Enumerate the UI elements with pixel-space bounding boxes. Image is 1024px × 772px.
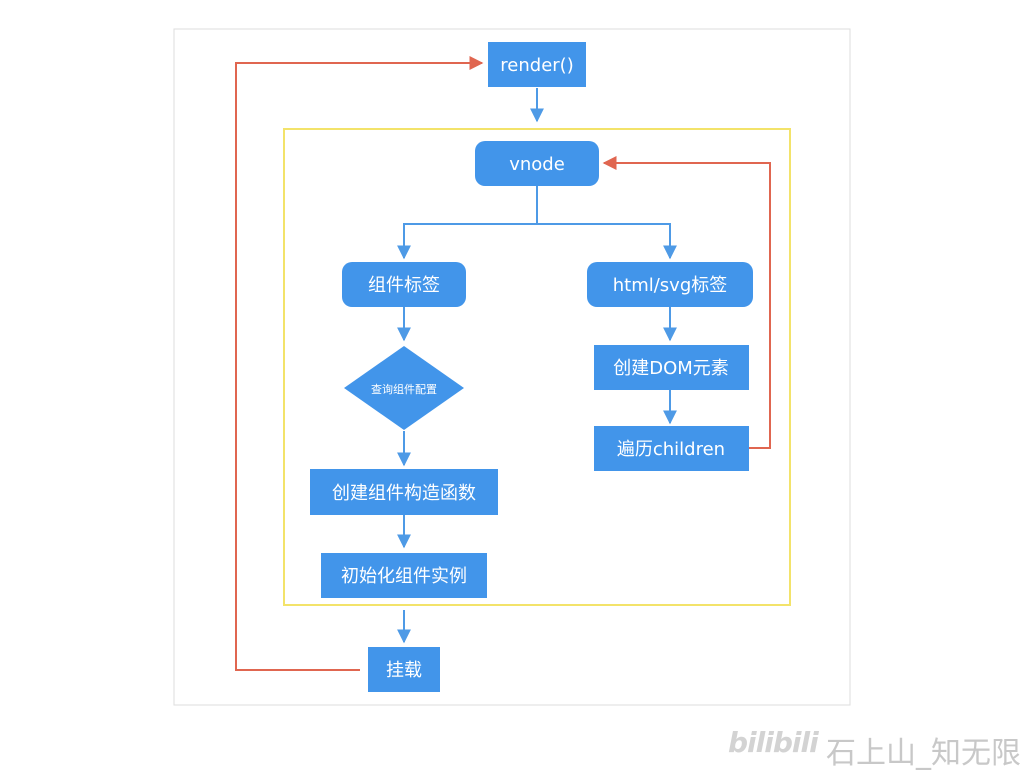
create-constructor-node: [310, 469, 498, 515]
mount-node: [368, 647, 440, 692]
bilibili-logo: bilibili: [728, 726, 819, 759]
render-node: [488, 42, 586, 87]
arrow-vnode-to-html: [537, 223, 677, 260]
component-tag-node: [342, 262, 466, 307]
arrow-vnode-to-component: [397, 186, 538, 260]
vnode-node: [475, 141, 599, 186]
outer-frame: [173, 28, 851, 706]
init-instance-node: [321, 553, 487, 598]
traverse-children-label: 遍历children: [617, 439, 725, 460]
component-tag-label: 组件标签: [368, 275, 440, 296]
create-dom-label: 创建DOM元素: [613, 358, 729, 379]
traverse-children-node: [594, 426, 749, 471]
vnode-node-label: vnode: [509, 154, 565, 175]
html-svg-tag-node: [587, 262, 753, 307]
query-config-label: 查询组件配置: [371, 382, 437, 396]
create-constructor-label: 创建组件构造函数: [332, 483, 476, 504]
create-dom-node: [594, 345, 749, 390]
html-svg-tag-label: html/svg标签: [613, 275, 728, 296]
render-node-label: render(): [500, 55, 573, 76]
component-scope-frame: [283, 128, 791, 606]
watermark-author: 石上山_知无限: [826, 736, 1021, 771]
loop-arrow-children-to-vnode: [602, 156, 771, 449]
loop-arrow-mount-to-render: [235, 56, 484, 671]
query-config-decision: [344, 346, 464, 430]
mount-label: 挂载: [386, 660, 422, 681]
init-instance-label: 初始化组件实例: [341, 566, 467, 587]
